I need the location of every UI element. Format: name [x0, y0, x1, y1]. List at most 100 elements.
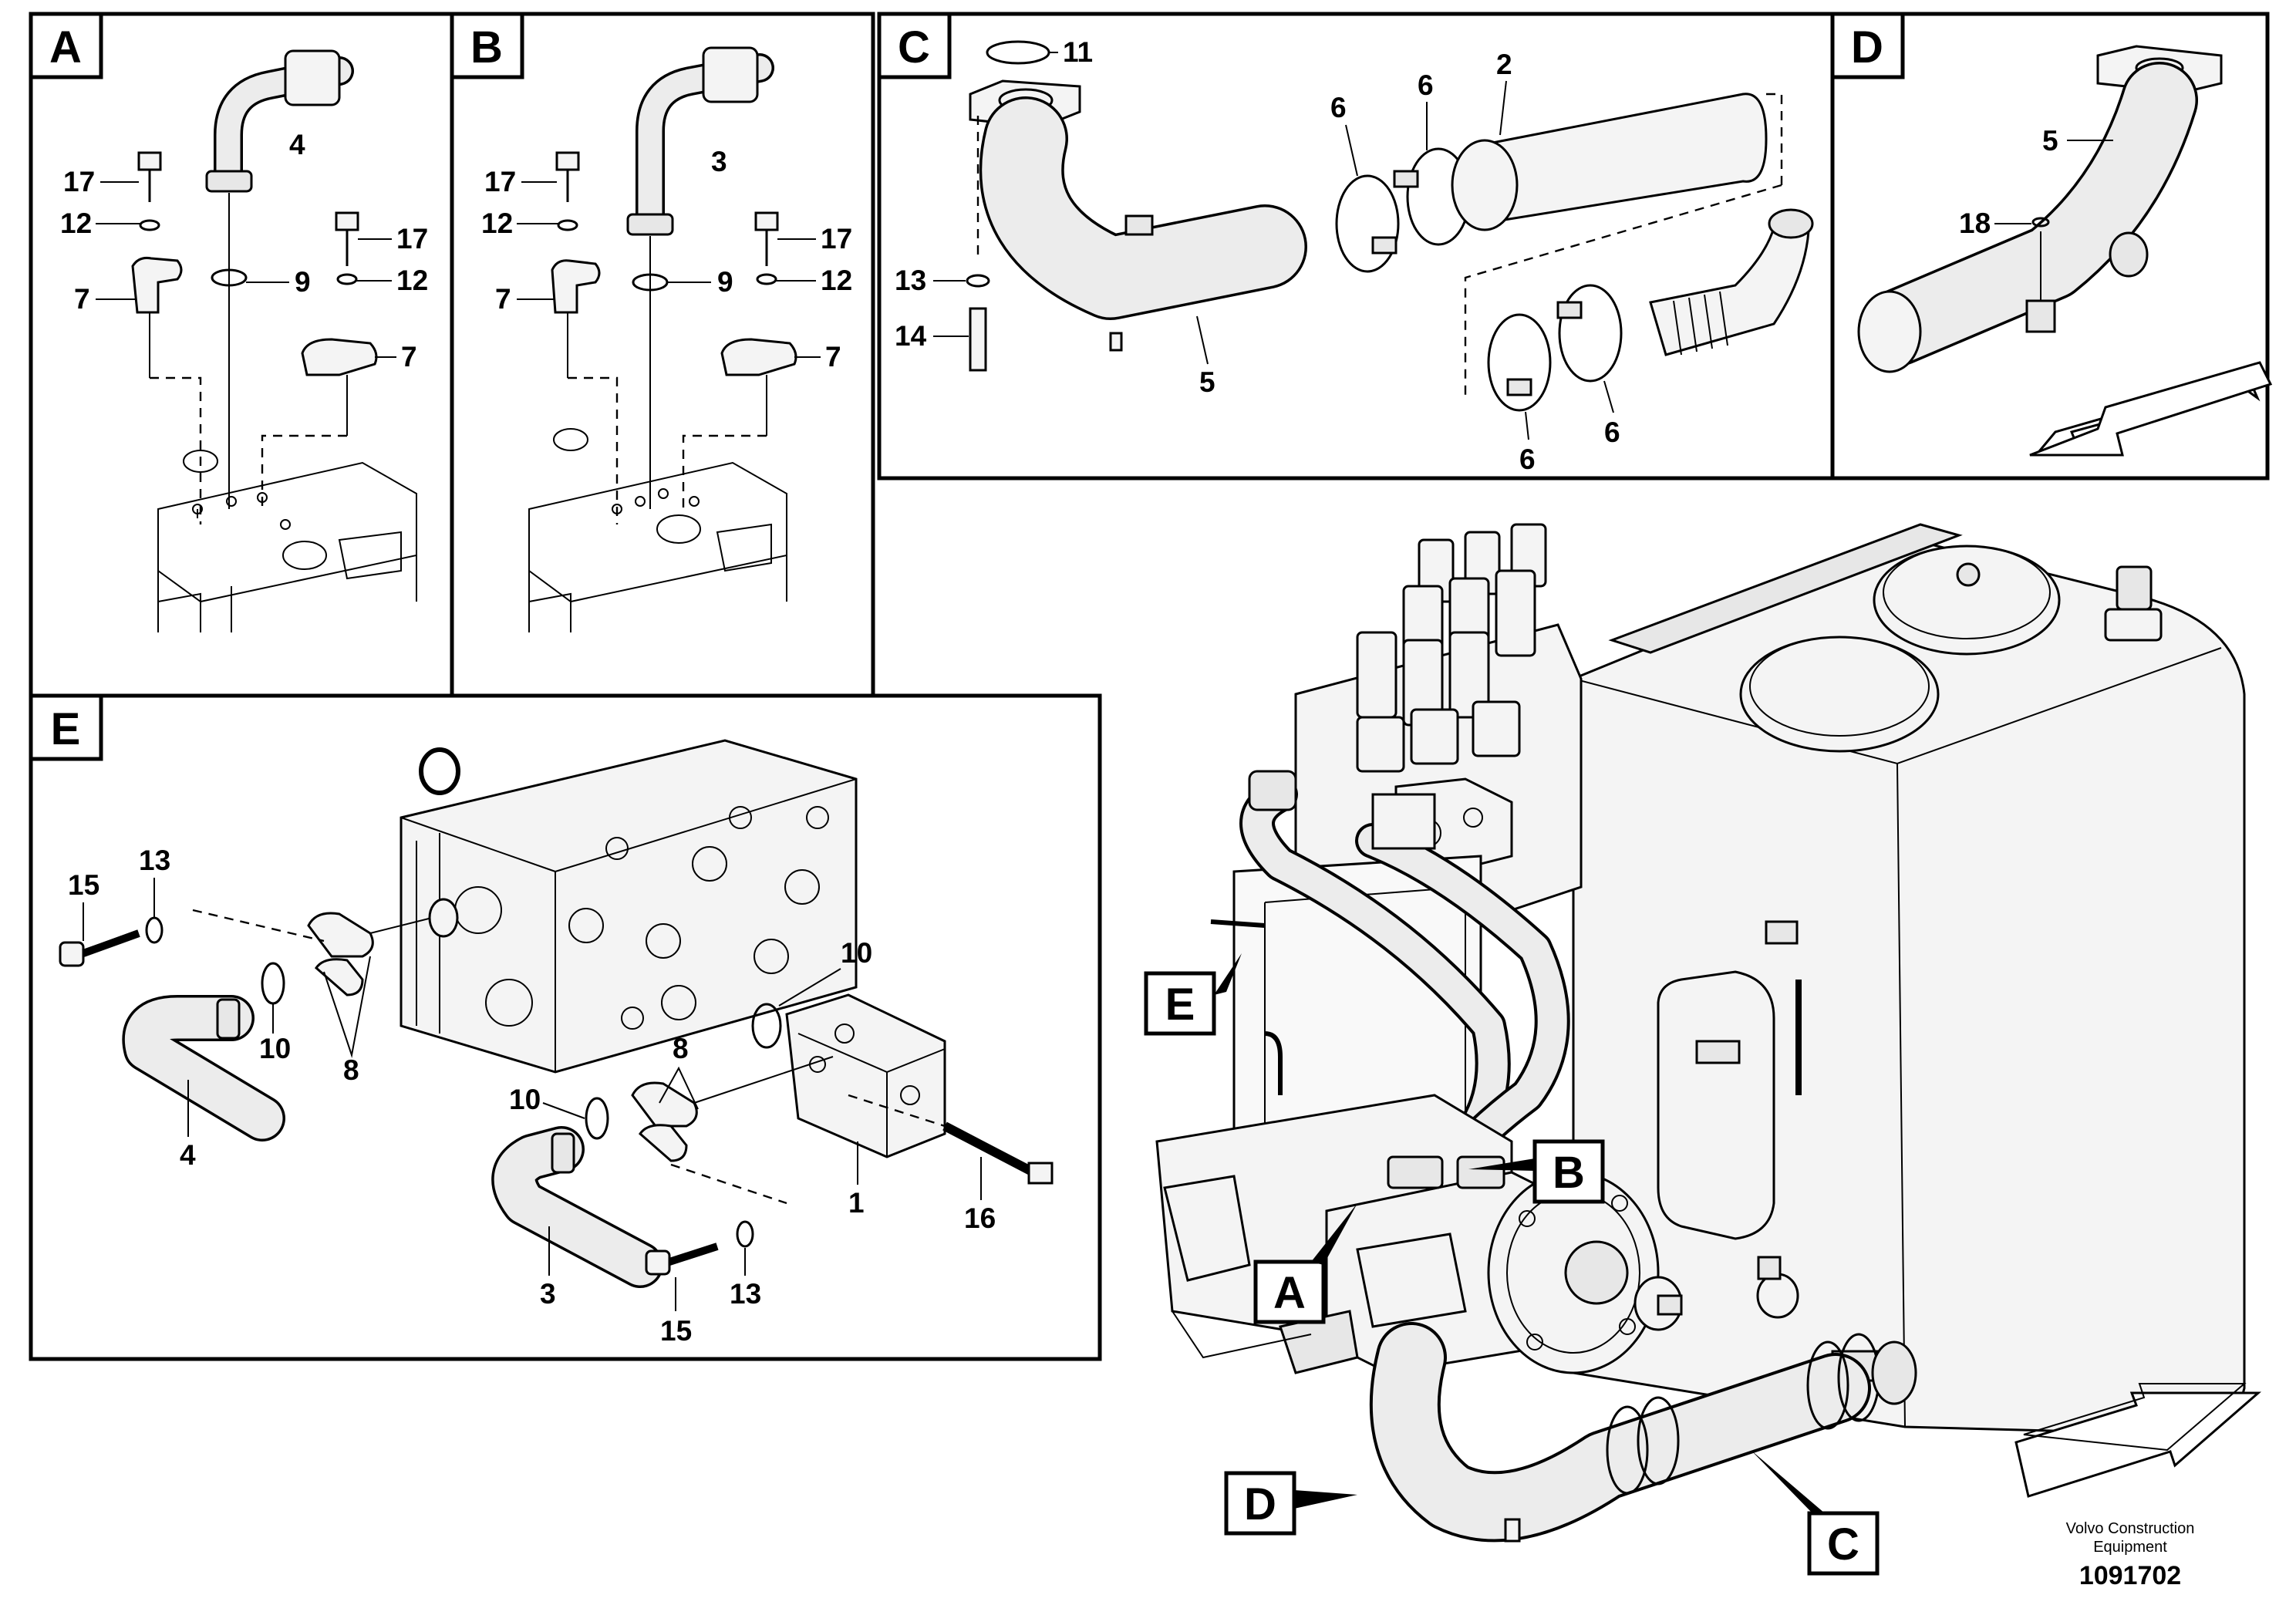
hose-clamp-6-c — [1487, 313, 1552, 412]
callout-9: 9 — [295, 266, 311, 298]
callout-1: 1 — [848, 1187, 865, 1219]
callout-8-e-lower: 8 — [673, 1033, 689, 1064]
panel-d-letter: D — [1851, 22, 1883, 73]
valve-block-a — [157, 450, 417, 632]
o-ring-10-upper — [751, 1003, 782, 1049]
o-ring-9 — [211, 268, 248, 287]
hose-clamp-6-d — [1558, 284, 1623, 383]
callout-5: 5 — [1199, 366, 1215, 398]
washer-13-upper — [145, 916, 164, 944]
callout-17-b: 17 — [484, 166, 516, 197]
callout-12-b-right: 12 — [821, 265, 852, 296]
panel-e-letter-box — [29, 693, 103, 761]
callout-6-c: 6 — [1519, 443, 1536, 475]
o-ring-11 — [986, 40, 1050, 65]
callout-6-d: 6 — [1604, 416, 1620, 448]
panel-b-letter-box — [450, 12, 524, 79]
callout-13-e-lower: 13 — [730, 1278, 761, 1310]
bolt-16 — [942, 1121, 1036, 1177]
callout-12: 12 — [60, 207, 92, 239]
panel-d-letter-box — [1830, 12, 1905, 79]
callout-3-e: 3 — [540, 1278, 556, 1310]
callout-17-right: 17 — [396, 223, 428, 255]
callout-18: 18 — [1959, 207, 1991, 239]
assembly-label-c-box — [1807, 1511, 1880, 1576]
hose-3-flange — [626, 213, 674, 236]
callout-6: 6 — [1330, 92, 1347, 123]
callout-16: 16 — [964, 1202, 996, 1234]
callout-11: 11 — [1063, 36, 1093, 68]
callout-14: 14 — [895, 320, 927, 352]
o-ring-10-e — [261, 962, 285, 1005]
bolt-15-upper — [59, 941, 85, 967]
o-ring-10-lower — [585, 1097, 609, 1140]
callout-12-b: 12 — [481, 207, 513, 239]
hose-4-flange — [205, 170, 253, 193]
callout-7-right: 7 — [401, 341, 417, 373]
callout-10-e-top: 10 — [841, 937, 872, 969]
assembly-label-b: B — [1553, 1148, 1585, 1198]
clamp-7-b-right — [720, 338, 797, 376]
washer-12-right — [336, 273, 358, 285]
panel-e: E — [29, 693, 1102, 1361]
panel-c-letter-box — [877, 12, 952, 79]
clamp-8-upper — [307, 912, 374, 958]
clamp-7-b-left — [551, 259, 601, 314]
clamp-7-right — [301, 338, 378, 376]
callout-2: 2 — [1496, 49, 1512, 80]
callout-5-d: 5 — [2042, 125, 2058, 157]
assembly-label-a-box — [1253, 1259, 1326, 1324]
callout-10-e: 10 — [259, 1033, 291, 1064]
panel-a: A — [29, 12, 454, 698]
callout-7-b-right: 7 — [825, 341, 841, 373]
main-assembly: E B A D C — [1144, 523, 2262, 1576]
hose-2 — [1479, 93, 1768, 225]
callout-7-b: 7 — [495, 283, 511, 315]
callout-4-e: 4 — [180, 1139, 196, 1171]
hose-clamp-6-a — [1335, 174, 1400, 273]
block-1-installed — [1371, 793, 1436, 850]
panel-b: B 3 17 1 — [450, 12, 875, 698]
hose-4-sleeve — [284, 49, 341, 106]
bolt-17-b-right-head — [754, 211, 779, 231]
callout-17: 17 — [63, 166, 95, 197]
hose-3-sleeve — [702, 46, 759, 103]
callout-7: 7 — [74, 283, 90, 315]
washer-12 — [139, 219, 160, 231]
callout-13-e: 13 — [139, 845, 170, 876]
assembly-label-d: D — [1244, 1479, 1276, 1529]
callout-8-e: 8 — [343, 1054, 359, 1086]
panel-c: C 11 6 6 — [877, 12, 1835, 481]
washer-12-b — [557, 219, 578, 231]
assembly-label-e-box — [1144, 971, 1216, 1036]
fitting-18 — [2025, 299, 2056, 333]
panel-d-frame — [1830, 12, 2270, 481]
assembly-label-a: A — [1273, 1268, 1306, 1318]
doc-number: 1091702 — [2079, 1561, 2181, 1590]
washer-12-b-right — [756, 273, 777, 285]
callout-13: 13 — [895, 265, 926, 296]
flow-arrow — [2014, 1391, 2262, 1498]
pipe-5-port — [1124, 214, 1154, 236]
callout-3: 3 — [711, 146, 727, 177]
assembly-label-b-box — [1532, 1139, 1605, 1204]
hydraulic-pump — [1155, 1094, 1683, 1374]
panel-b-letter: B — [470, 22, 503, 73]
clamp-7-left — [131, 257, 183, 314]
panel-a-letter-box — [29, 12, 103, 79]
credit-line-2: Equipment — [2093, 1539, 2167, 1556]
washer-13 — [966, 274, 990, 288]
callout-9-b: 9 — [717, 266, 733, 298]
hose-elbow — [1649, 218, 1810, 356]
callout-4: 4 — [289, 129, 305, 160]
callout-15-e-lower: 15 — [660, 1315, 692, 1347]
callout-17-b-right: 17 — [821, 223, 852, 255]
callout-6-b: 6 — [1418, 69, 1434, 101]
control-valve-stack — [1294, 523, 1583, 973]
credit-line-1: Volvo Construction — [2066, 1520, 2195, 1537]
bolt-14 — [969, 307, 987, 372]
panel-e-letter: E — [51, 704, 81, 754]
panel-c-letter: C — [898, 22, 930, 73]
block-1 — [785, 993, 946, 1158]
